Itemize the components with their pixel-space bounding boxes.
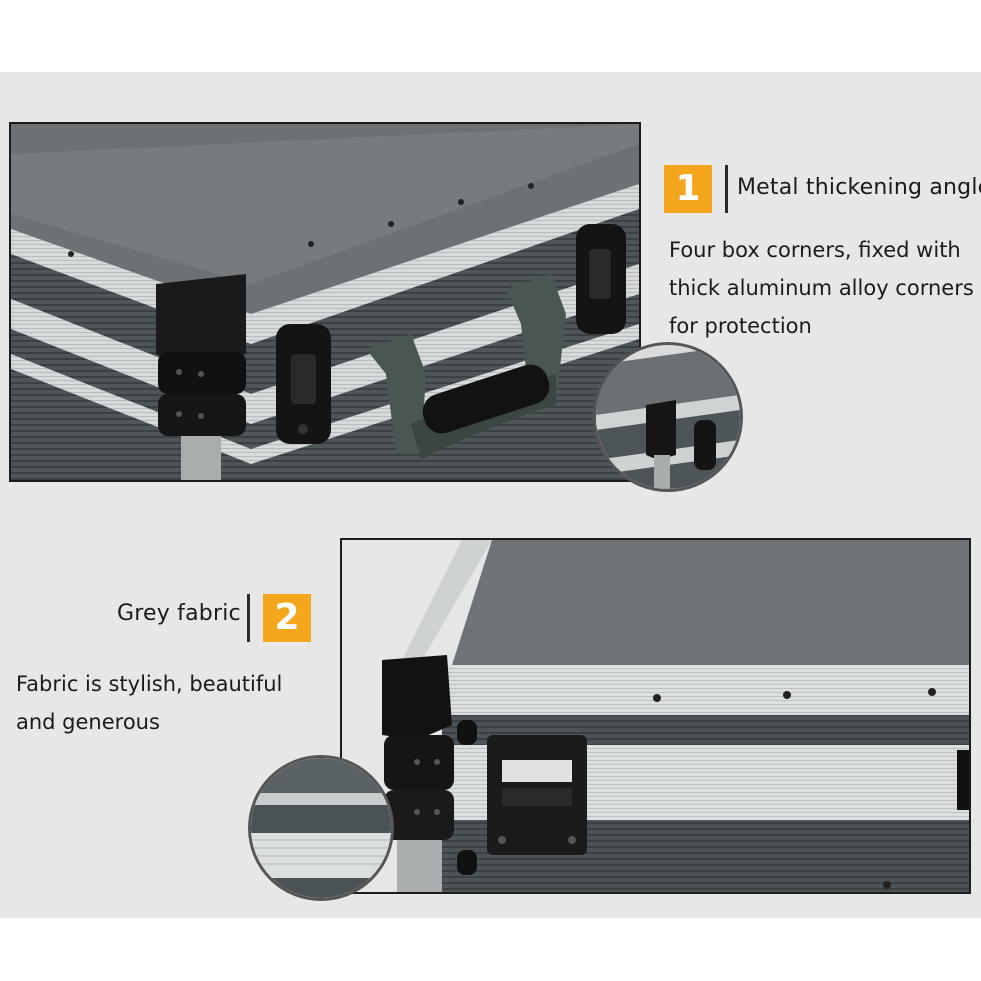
feature-number-badge: 2: [263, 594, 311, 642]
case-corner-photo: [9, 122, 641, 482]
description-line: thick aluminum alloy corners: [669, 276, 974, 300]
description-line: and generous: [16, 710, 160, 734]
corner-detail-zoom: [593, 342, 743, 492]
feature-description: Four box corners, fixed with thick alumi…: [669, 231, 974, 345]
description-line: Four box corners, fixed with: [669, 238, 961, 262]
corner-guard-shape: [156, 274, 246, 480]
description-line: Fabric is stylish, beautiful: [16, 672, 283, 696]
heading-divider: [725, 165, 728, 213]
fabric-detail-zoom: [248, 755, 394, 901]
description-line: for protection: [669, 314, 812, 338]
case-corner-illustration: [11, 124, 639, 480]
feature-number-badge: 1: [664, 165, 712, 213]
feature-description: Fabric is stylish, beautiful and generou…: [16, 665, 282, 741]
case-fabric-photo: [340, 538, 971, 894]
case-fabric-illustration: [342, 540, 969, 892]
feature-heading: Grey fabric: [117, 601, 241, 626]
corner-detail-illustration: [596, 345, 740, 489]
feature-heading: Metal thickening angle: [737, 175, 981, 200]
fabric-detail-illustration: [251, 758, 391, 898]
heading-divider: [247, 594, 250, 642]
